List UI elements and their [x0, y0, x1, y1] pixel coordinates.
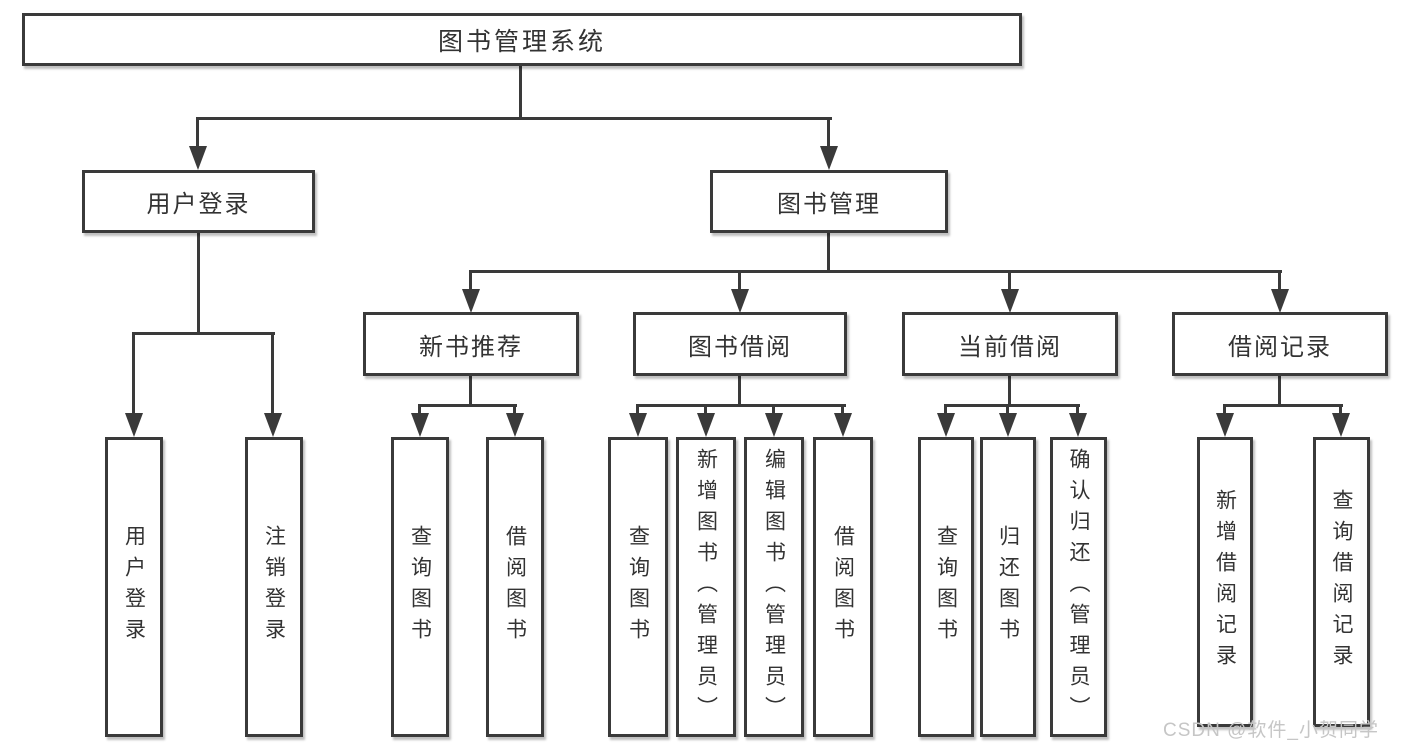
connector-line	[197, 233, 200, 334]
connector-line	[944, 404, 1080, 407]
connector-line	[132, 332, 135, 416]
node-book-borrowing: 图书借阅	[633, 312, 847, 376]
arrowhead	[1271, 289, 1289, 313]
arrowhead	[1001, 289, 1019, 313]
leaf-borrow-books-recommend: 借阅图书	[486, 437, 544, 737]
connector-line	[1006, 404, 1009, 415]
connector-line	[636, 404, 639, 415]
connector-line	[1223, 404, 1226, 415]
leaf-add-book-admin: 新增图书（管理员）	[676, 437, 736, 737]
leaf-user-login: 用户登录	[105, 437, 163, 737]
connector-line	[1278, 376, 1281, 406]
connector-line	[418, 404, 421, 415]
connector-line	[1339, 404, 1342, 415]
arrowhead	[462, 289, 480, 313]
connector-line	[1008, 270, 1011, 292]
connector-line	[469, 270, 472, 292]
leaf-edit-book-admin: 编辑图书（管理员）	[744, 437, 804, 737]
leaf-query-books-current: 查询图书	[918, 437, 974, 737]
leaf-return-books: 归还图书	[980, 437, 1036, 737]
node-user-login: 用户登录	[82, 170, 315, 233]
leaf-borrow-books-borrowing: 借阅图书	[813, 437, 873, 737]
leaf-logout: 注销登录	[245, 437, 303, 737]
leaf-query-borrow-record: 查询借阅记录	[1313, 437, 1370, 727]
node-borrowing-records: 借阅记录	[1172, 312, 1388, 376]
arrowhead	[820, 146, 838, 170]
arrowhead	[731, 289, 749, 313]
connector-line	[271, 332, 274, 416]
connector-line	[469, 270, 1282, 273]
arrowhead	[937, 413, 955, 437]
connector-line	[196, 117, 199, 149]
connector-line	[841, 404, 844, 415]
arrowhead	[765, 413, 783, 437]
connector-line	[132, 332, 275, 335]
connector-line	[1278, 270, 1281, 292]
leaf-query-books-borrowing: 查询图书	[608, 437, 668, 737]
connector-line	[772, 404, 775, 415]
connector-line	[1076, 404, 1079, 415]
connector-line	[469, 376, 472, 406]
connector-line	[1223, 404, 1343, 407]
leaf-query-books-recommend: 查询图书	[391, 437, 449, 737]
arrowhead	[697, 413, 715, 437]
node-library-system: 图书管理系统	[22, 13, 1022, 66]
arrowhead	[1332, 413, 1350, 437]
connector-line	[513, 404, 516, 415]
arrowhead	[411, 413, 429, 437]
arrowhead	[189, 146, 207, 170]
connector-line	[418, 404, 517, 407]
connector-line	[738, 270, 741, 292]
leaf-confirm-return-admin: 确认归还（管理员）	[1050, 437, 1107, 737]
connector-line	[196, 117, 832, 120]
arrowhead	[1069, 413, 1087, 437]
connector-line	[519, 66, 522, 120]
node-book-management: 图书管理	[710, 170, 948, 233]
connector-line	[944, 404, 947, 415]
arrowhead	[629, 413, 647, 437]
connector-line	[827, 117, 830, 149]
connector-line	[704, 404, 707, 415]
csdn-watermark: CSDN @软件_小贺同学	[1163, 720, 1379, 741]
connector-line	[1008, 376, 1011, 406]
connector-line	[636, 404, 846, 407]
connector-line	[827, 233, 830, 273]
leaf-add-borrow-record: 新增借阅记录	[1197, 437, 1253, 727]
arrowhead	[264, 413, 282, 437]
node-current-borrowing: 当前借阅	[902, 312, 1118, 376]
connector-line	[738, 376, 741, 406]
node-new-book-recommend: 新书推荐	[363, 312, 579, 376]
arrowhead	[125, 413, 143, 437]
arrowhead	[834, 413, 852, 437]
arrowhead	[999, 413, 1017, 437]
arrowhead	[506, 413, 524, 437]
arrowhead	[1216, 413, 1234, 437]
